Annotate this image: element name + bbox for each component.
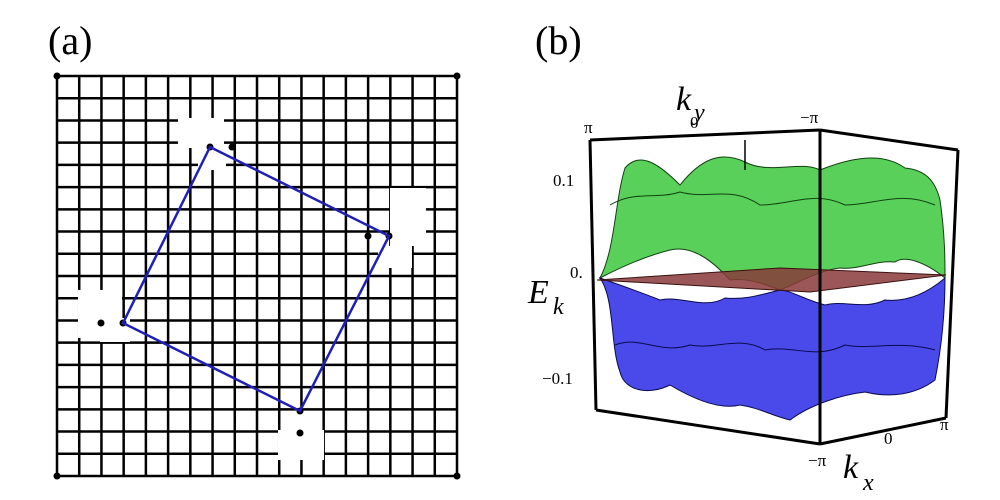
- ky-tick-pi: π: [584, 118, 593, 137]
- ky-axis-subscript: y: [692, 100, 705, 126]
- lattice-node: [453, 72, 461, 80]
- supercell-outline: [121, 145, 391, 413]
- square-lattice: [53, 72, 461, 480]
- ky-tick-0: 0: [690, 113, 699, 132]
- kx-axis-subscript: x: [862, 470, 874, 496]
- e-tick-0: 0.: [570, 263, 583, 282]
- lattice-node: [53, 72, 61, 80]
- panel-a-label: (a): [48, 18, 92, 63]
- lattice-vacancy: [300, 412, 322, 434]
- lattice-vacancies: [78, 118, 426, 460]
- kx-tick-minus-pi: −π: [808, 451, 827, 470]
- vacancy-edge-node: [364, 232, 372, 240]
- band-surfaces: [596, 156, 947, 421]
- plot-box: [588, 128, 960, 446]
- ky-tick-minus-pi: −π: [800, 108, 819, 127]
- lattice-vacancy: [390, 188, 426, 246]
- lower-band-ridge: [614, 341, 936, 353]
- e-axis-label: E: [527, 274, 549, 311]
- e-tick-minus-01: −0.1: [542, 369, 573, 388]
- flat-band-plane: [596, 267, 947, 293]
- vacancy-edge-node: [228, 143, 236, 151]
- e-axis-subscript: k: [553, 294, 564, 320]
- kx-tick-pi: π: [940, 415, 949, 434]
- lattice-node: [453, 472, 461, 480]
- lattice-vacancy: [178, 118, 224, 148]
- lattice-vacancy: [198, 148, 226, 170]
- panel-b-label: (b): [535, 18, 582, 63]
- kx-tick-0: 0: [884, 429, 893, 448]
- upper-band-ridge: [609, 191, 936, 206]
- vacancy-edge-node: [97, 319, 105, 327]
- vacancy-edge-node: [296, 429, 304, 437]
- e-tick-01: 0.1: [553, 171, 574, 190]
- lattice-vacancy: [378, 246, 412, 268]
- lattice-node: [53, 472, 61, 480]
- ky-axis-label: k: [676, 81, 692, 118]
- kx-axis-label: k: [843, 449, 859, 486]
